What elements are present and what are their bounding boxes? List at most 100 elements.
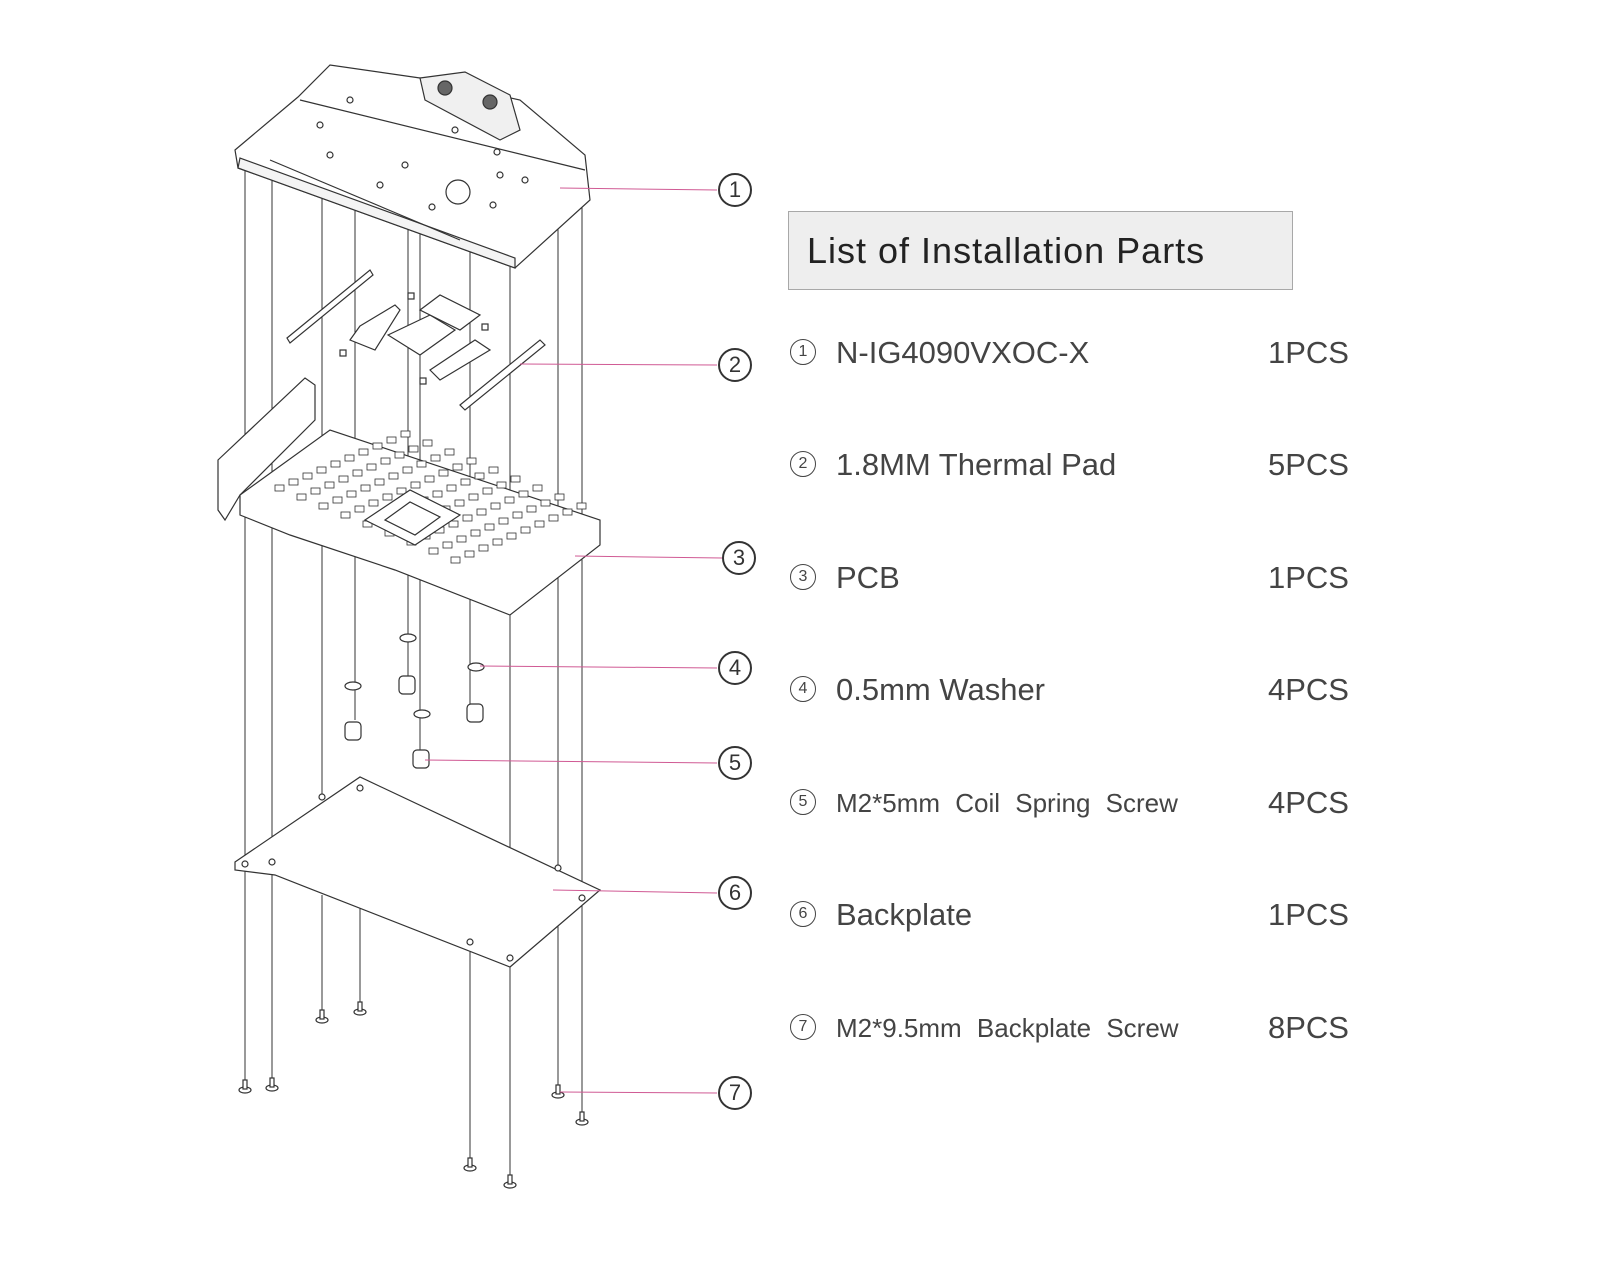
part-row: 3 PCB 1PCS xyxy=(790,560,1360,600)
part-quantity: 1PCS xyxy=(1268,897,1349,932)
screw-shaft xyxy=(357,1001,363,1012)
pcb-component xyxy=(442,541,453,549)
pcb-component xyxy=(518,490,529,498)
pcb-component xyxy=(526,505,537,513)
part-name: N-IG4090VXOC-X xyxy=(836,335,1090,370)
pcb-component xyxy=(562,508,573,516)
pcb-component xyxy=(448,520,459,528)
pcb-component xyxy=(332,496,343,504)
pcb-component xyxy=(454,499,465,507)
pcb-component xyxy=(482,487,493,495)
pcb-component xyxy=(382,493,393,501)
pcb-component xyxy=(354,505,365,513)
callout-7: 7 xyxy=(718,1076,752,1110)
pcb-component xyxy=(296,493,307,501)
pcb-component xyxy=(288,478,299,486)
part-quantity: 4PCS xyxy=(1268,785,1349,820)
pcb-component xyxy=(372,442,383,450)
pcb-component xyxy=(520,526,531,534)
part-row: 2 1.8MM Thermal Pad 5PCS xyxy=(790,447,1360,487)
pcb-component xyxy=(352,469,363,477)
pcb-component xyxy=(490,502,501,510)
pcb-component xyxy=(330,460,341,468)
pcb-component xyxy=(470,529,481,537)
pcb-component xyxy=(476,508,487,516)
part-number: 6 xyxy=(790,901,816,927)
pcb-component xyxy=(374,478,385,486)
backplate-screws xyxy=(238,1001,589,1189)
pcb-component xyxy=(318,502,329,510)
pcb-component xyxy=(400,430,411,438)
part-quantity: 8PCS xyxy=(1268,1010,1349,1045)
part-quantity: 5PCS xyxy=(1268,447,1349,482)
pcb-component xyxy=(548,514,559,522)
assembly-lines xyxy=(244,170,583,1180)
pcb-component xyxy=(496,481,507,489)
pcb-component xyxy=(346,490,357,498)
pcb-component xyxy=(444,448,455,456)
pcb-component xyxy=(302,472,313,480)
part-row: 4 0.5mm Washer 4PCS xyxy=(790,672,1360,712)
screw-shaft xyxy=(507,1174,513,1185)
part-name: 1.8MM Thermal Pad xyxy=(836,447,1117,482)
screw-shaft xyxy=(242,1079,248,1090)
part-row: 5 M2*5mm Coil Spring Screw 4PCS xyxy=(790,785,1360,825)
pcb-component xyxy=(324,481,335,489)
pcb-component xyxy=(344,454,355,462)
part-number: 2 xyxy=(790,451,816,477)
pcb-component xyxy=(460,478,471,486)
pcb-component xyxy=(540,499,551,507)
callout-1: 1 xyxy=(718,173,752,207)
pcb-component xyxy=(498,517,509,525)
pcb-component xyxy=(492,538,503,546)
part-number: 5 xyxy=(790,789,816,815)
pcb-component xyxy=(360,484,371,492)
part-number: 4 xyxy=(790,676,816,702)
part-number: 1 xyxy=(790,339,816,365)
pcb xyxy=(217,377,601,616)
water-block xyxy=(234,64,591,269)
pcb-component xyxy=(534,520,545,528)
pcb-component xyxy=(424,475,435,483)
pcb-component xyxy=(394,451,405,459)
pcb-component xyxy=(358,448,369,456)
pcb-component xyxy=(474,472,485,480)
part-name: M2*9.5mm Backplate Screw xyxy=(836,1013,1179,1043)
parts-list-title: List of Installation Parts xyxy=(807,230,1206,271)
pcb-component xyxy=(510,475,521,483)
pcb-component xyxy=(366,463,377,471)
pcb-component xyxy=(340,511,351,519)
pcb-component xyxy=(462,514,473,522)
part-number: 3 xyxy=(790,564,816,590)
part-row: 1 N-IG4090VXOC-X 1PCS xyxy=(790,335,1360,375)
pcb-component xyxy=(504,496,515,504)
washers xyxy=(344,633,485,719)
pcb-component xyxy=(402,466,413,474)
pcb-component xyxy=(386,436,397,444)
pcb-component xyxy=(464,550,475,558)
pcb-component xyxy=(274,484,285,492)
screw-shaft xyxy=(319,1009,325,1020)
callout-5: 5 xyxy=(718,746,752,780)
part-number: 7 xyxy=(790,1014,816,1040)
thermal-pads xyxy=(286,269,546,411)
pcb-component xyxy=(554,493,565,501)
leader-lines xyxy=(424,187,723,1094)
pcb-component xyxy=(438,469,449,477)
callout-3: 3 xyxy=(722,541,756,575)
backplate xyxy=(234,776,602,968)
callout-4: 4 xyxy=(718,651,752,685)
part-name: M2*5mm Coil Spring Screw xyxy=(836,788,1178,818)
part-name: PCB xyxy=(836,560,900,595)
callout-6: 6 xyxy=(718,876,752,910)
pcb-component xyxy=(450,556,461,564)
part-row: 6 Backplate 1PCS xyxy=(790,897,1360,937)
pcb-component xyxy=(576,502,587,510)
screw-shaft xyxy=(467,1157,473,1168)
pcb-component xyxy=(452,463,463,471)
pcb-component xyxy=(380,457,391,465)
pcb-component xyxy=(468,493,479,501)
screw-shaft xyxy=(555,1084,561,1095)
pcb-component xyxy=(368,499,379,507)
